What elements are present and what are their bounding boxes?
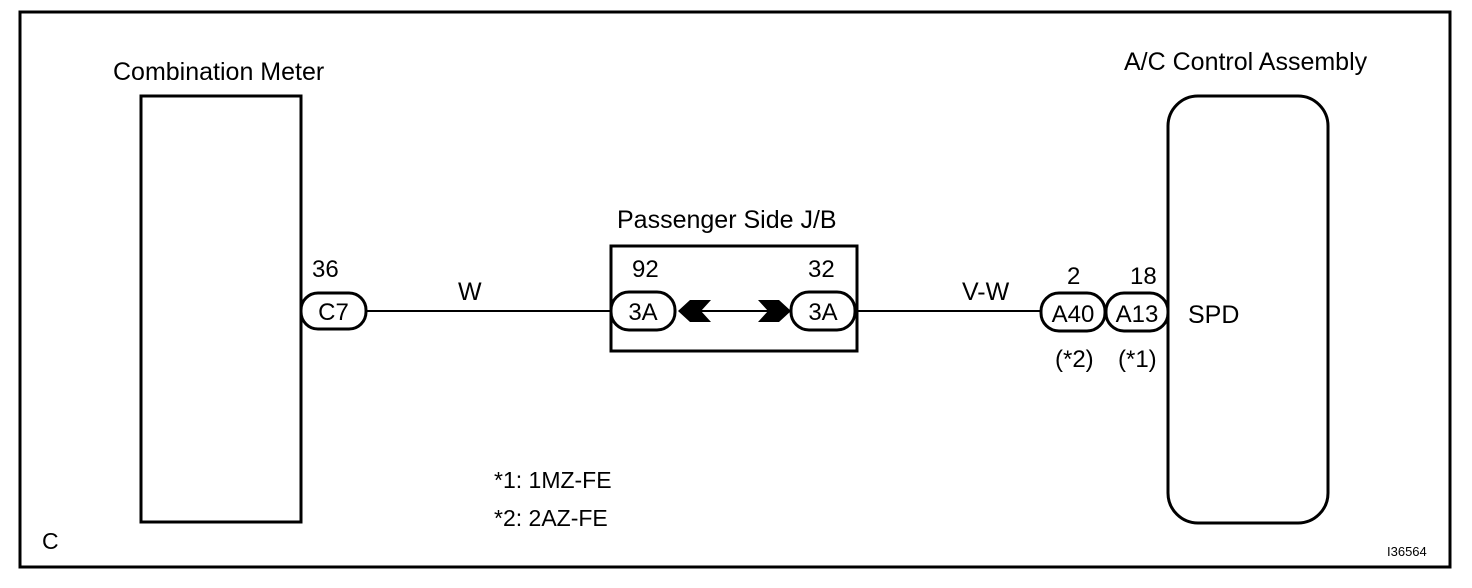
jb-left-pin-number: 92 — [632, 256, 659, 283]
combination-meter-label: Combination Meter — [113, 58, 324, 86]
wire-color-w: W — [458, 278, 482, 306]
connector-a13 — [1104, 291, 1170, 333]
ac-control-assembly-label: A/C Control Assembly — [1124, 48, 1368, 76]
note-1mz-fe: *1: 1MZ-FE — [494, 467, 612, 493]
jb-right-pin-number: 32 — [808, 256, 835, 283]
c7-pin-number: 36 — [312, 256, 339, 283]
a40-pin-number: 2 — [1067, 263, 1080, 290]
a13-pin-number: 18 — [1130, 263, 1157, 290]
a13-code: A13 — [1116, 301, 1159, 328]
note-2az-fe: *2: 2AZ-FE — [494, 505, 608, 531]
junction-block-label: Passenger Side J/B — [617, 206, 837, 234]
junction-block-box — [609, 244, 859, 353]
c7-code: C7 — [318, 299, 349, 326]
a40-code: A40 — [1052, 301, 1095, 328]
jb-right-arrow-icon — [758, 300, 791, 322]
corner-letter: C — [42, 528, 59, 554]
connector-c7 — [299, 291, 368, 331]
diagram-frame — [18, 10, 1452, 569]
combination-meter-box — [139, 94, 303, 524]
connector-jb-left-3a — [609, 290, 677, 332]
a40-variant-note: (*2) — [1055, 346, 1094, 373]
wire-color-v-w: V-W — [962, 278, 1010, 306]
a13-variant-note: (*1) — [1118, 346, 1157, 373]
spd-terminal-label: SPD — [1188, 301, 1239, 329]
connector-jb-right-3a — [789, 290, 857, 332]
figure-id: I36564 — [1387, 544, 1427, 559]
jb-left-code: 3A — [628, 299, 657, 326]
jb-left-arrow-icon — [678, 300, 711, 322]
jb-right-code: 3A — [808, 299, 837, 326]
